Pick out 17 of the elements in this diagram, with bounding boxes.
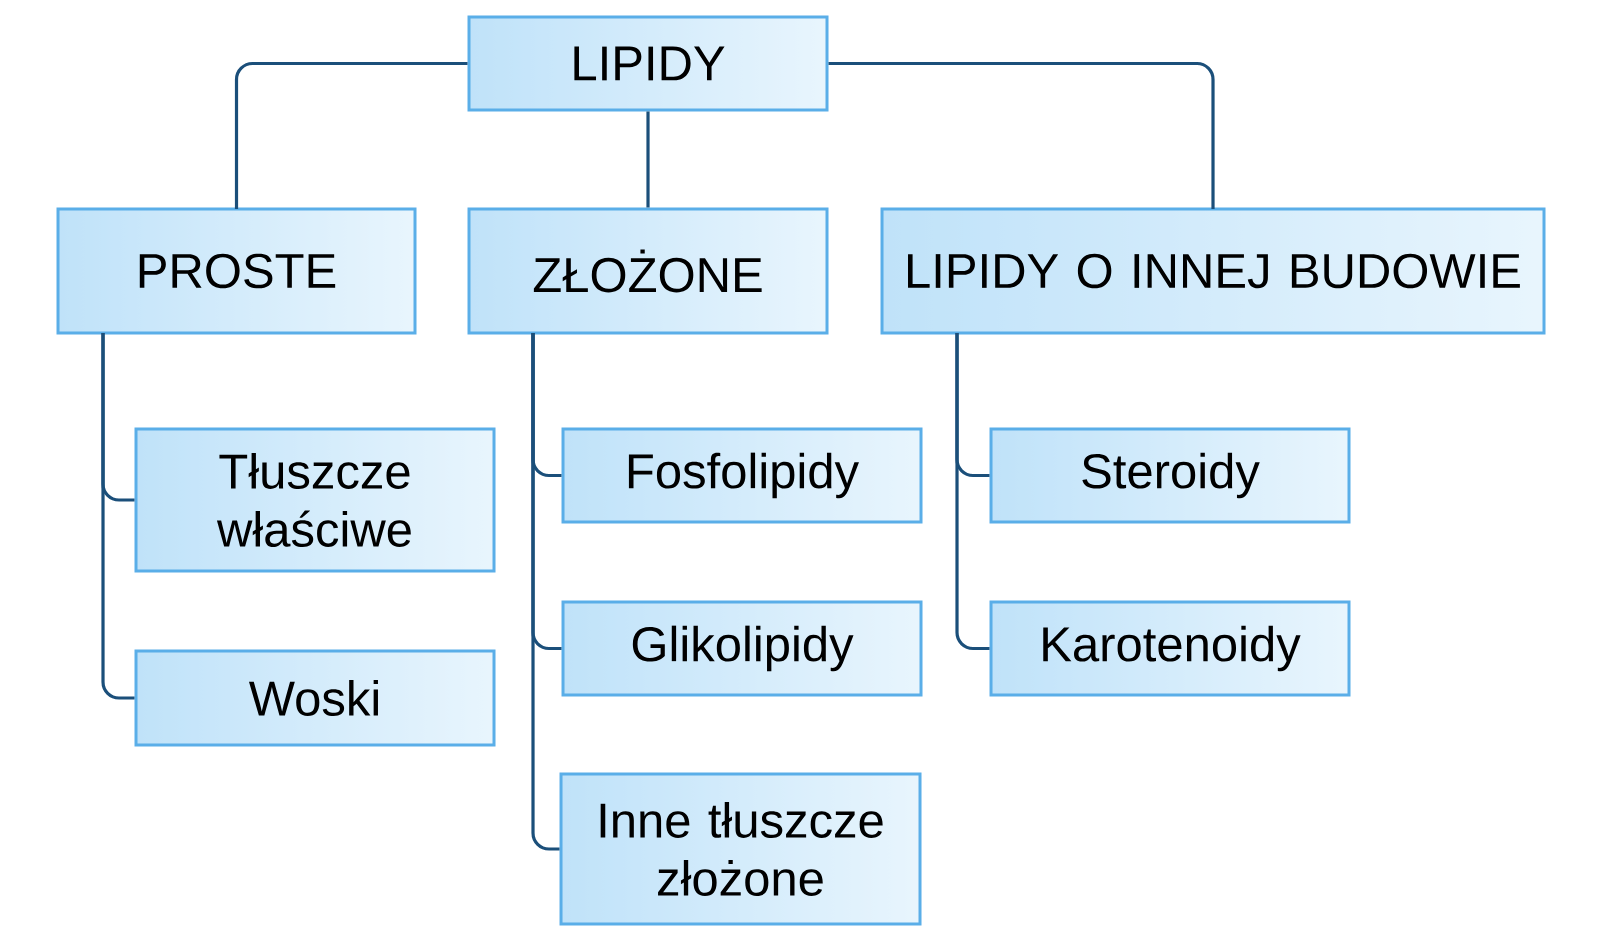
category-box: LIPIDY O INNEJ BUDOWIE [880, 207, 1546, 335]
category-box: Steroidy [989, 427, 1351, 524]
connector-line [234, 61, 468, 209]
category-box: Inne tłuszcze złożone [559, 772, 922, 926]
category-box: PROSTE [56, 207, 417, 335]
category-box: ZŁOŻONE [467, 207, 829, 335]
category-box: Woski [134, 649, 496, 747]
category-box: Fosfolipidy [561, 427, 923, 524]
connector-line [101, 333, 135, 700]
category-box: LIPIDY [467, 15, 829, 112]
connector-line [646, 111, 650, 208]
category-box: Karotenoidy [989, 600, 1351, 697]
connector-line [955, 333, 990, 651]
category-box: Tłuszcze właściwe [134, 427, 496, 573]
category-box: Glikolipidy [561, 600, 923, 697]
connector-line [828, 61, 1215, 209]
connector-line [531, 333, 560, 851]
